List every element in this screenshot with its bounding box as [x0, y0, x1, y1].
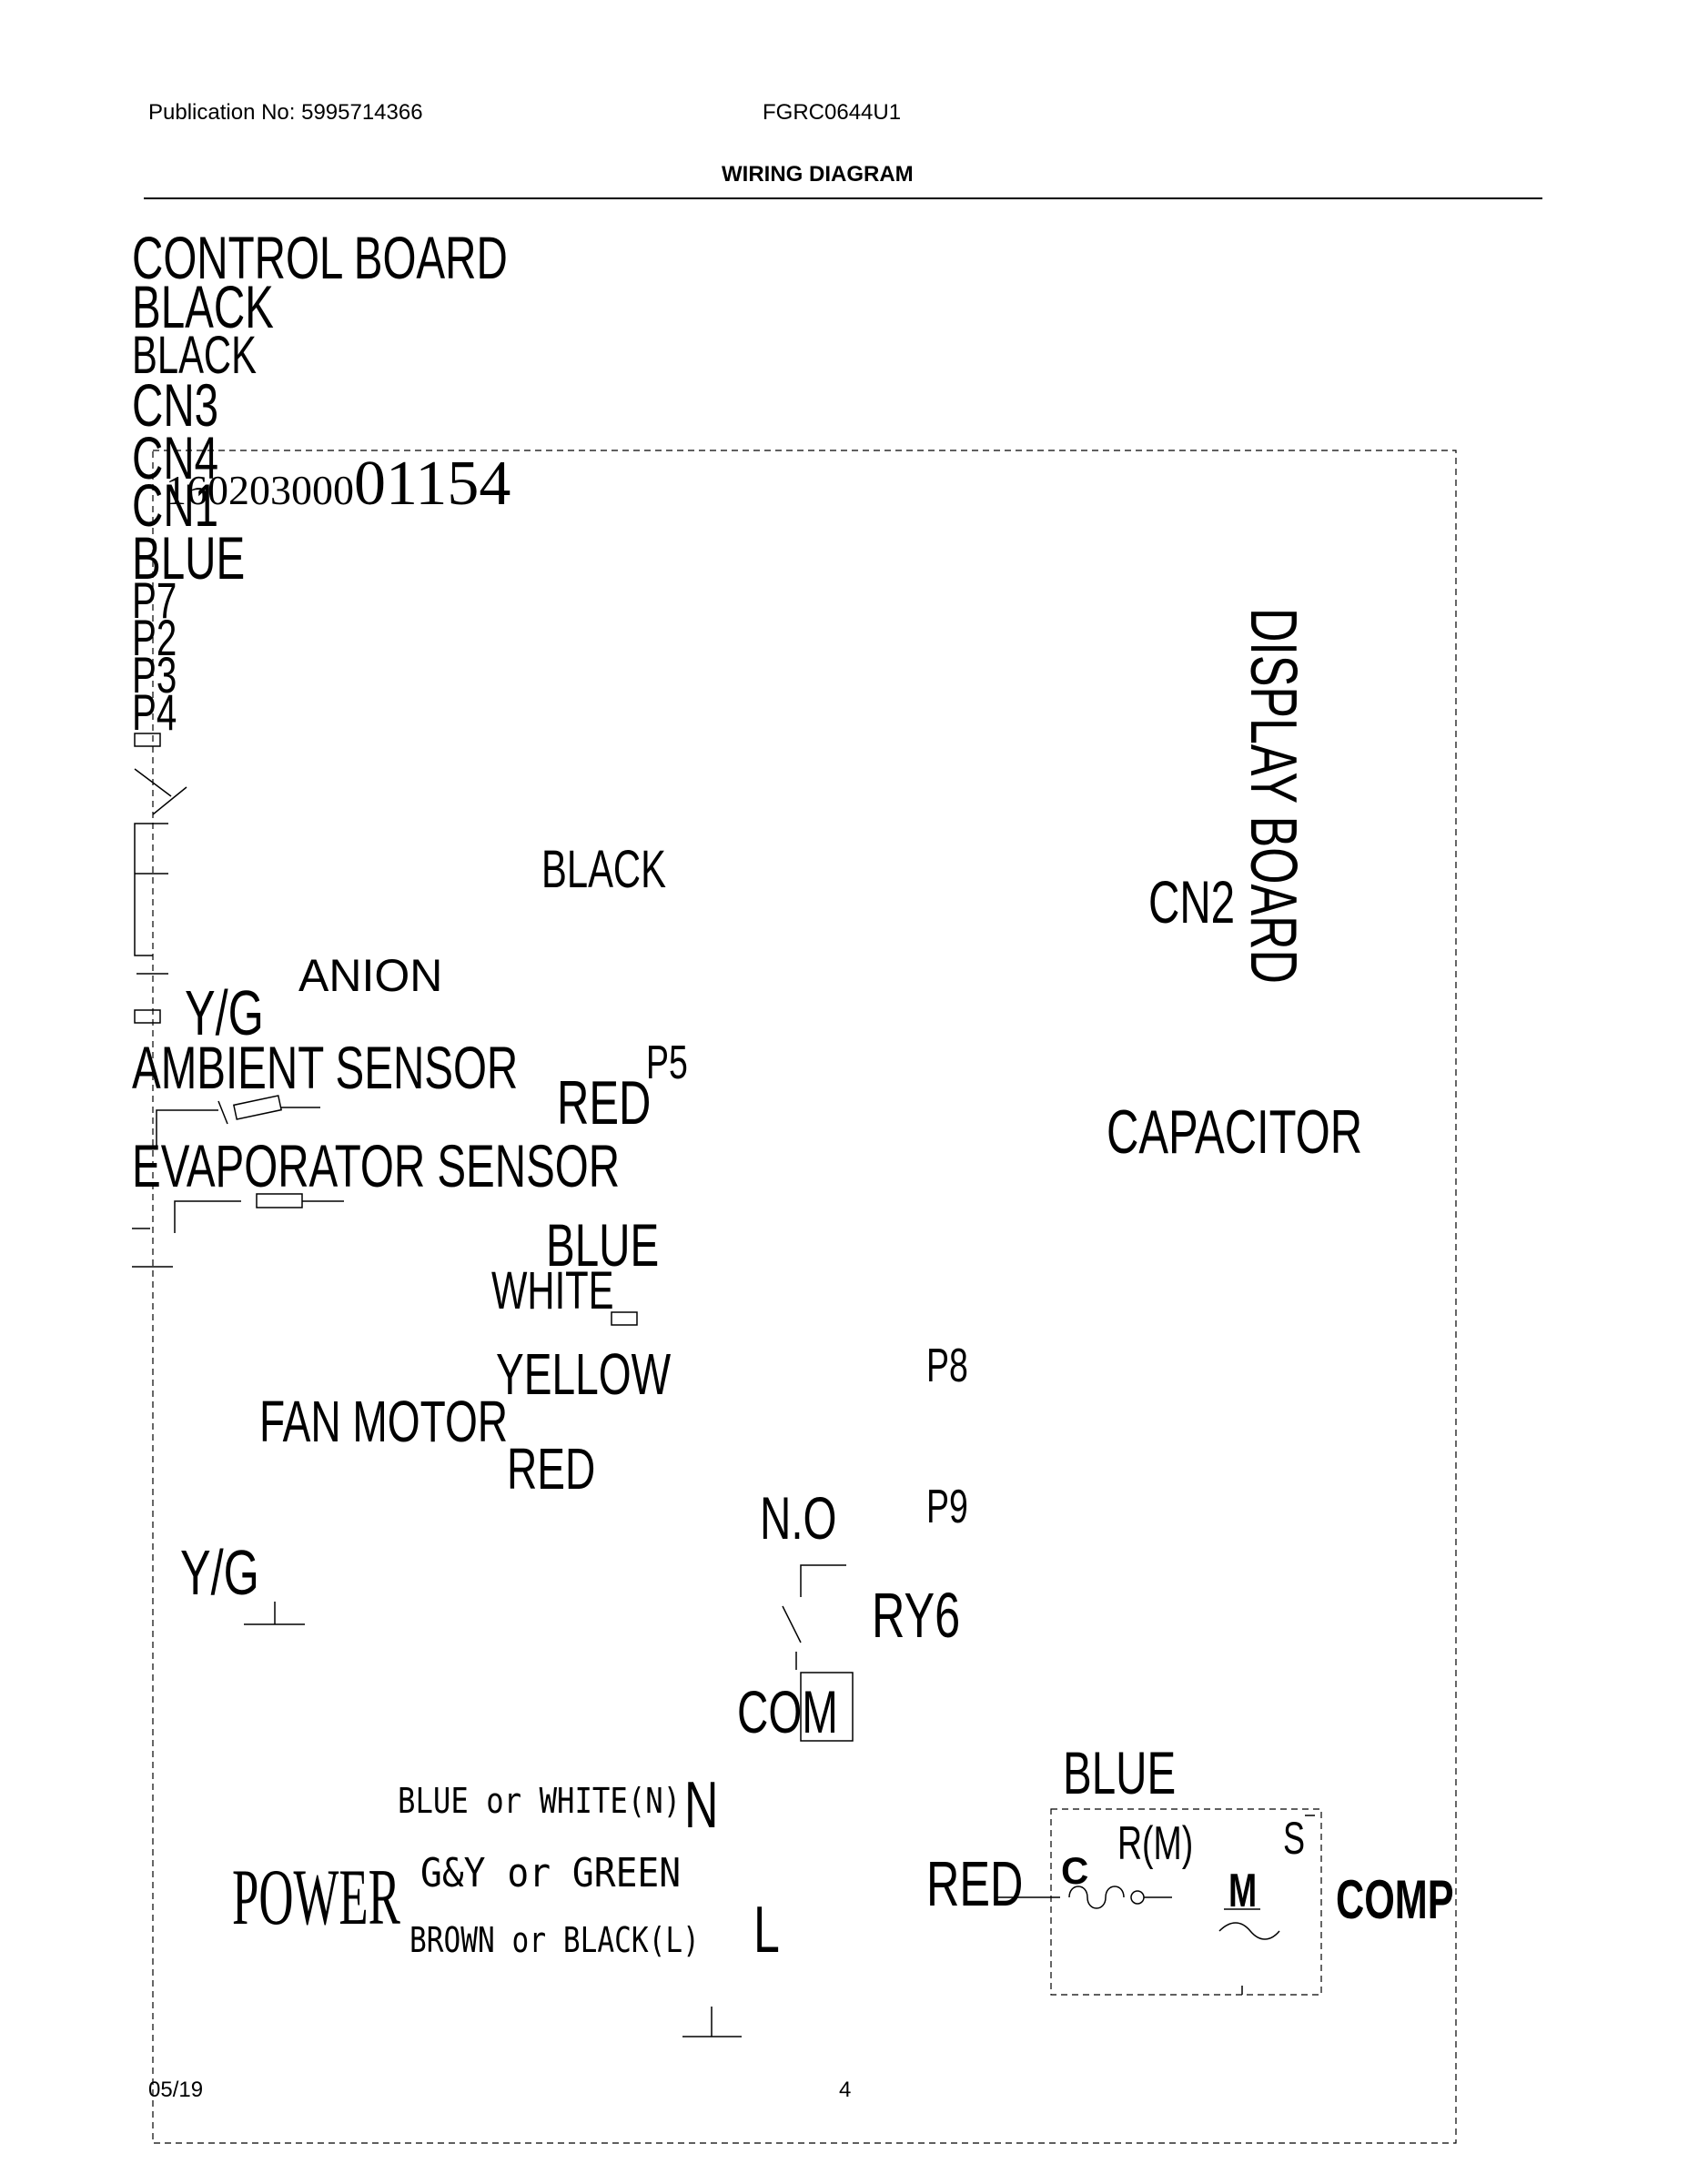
publication-number: Publication No: 5995714366: [148, 100, 423, 125]
fan-motor-label: FAN MOTOR: [259, 1389, 509, 1454]
ground-label-yg: Y/G: [185, 977, 264, 1048]
page-number: 4: [839, 2078, 852, 2102]
evaporator-sensor-label: EVAPORATOR SENSOR: [132, 1132, 621, 1199]
footer-date: 05/19: [148, 2078, 204, 2102]
power-line-label: BROWN or BLACK(L): [409, 1920, 700, 1960]
part-number-prefix: 160203000: [166, 467, 354, 513]
neutral-terminal-label: N: [684, 1769, 719, 1842]
relay-contact-no: [800, 1564, 846, 1597]
comp-label: COMP: [1336, 1869, 1454, 1930]
model-number: FGRC0644U1: [763, 100, 902, 125]
wire-path: [174, 1200, 241, 1233]
line-terminal-label: L: [753, 1894, 780, 1967]
wire-label-red: RED: [507, 1436, 596, 1502]
pin-label-p3: P3: [132, 646, 177, 703]
header-rule: [144, 197, 1542, 199]
wire-label-white: WHITE: [491, 1261, 614, 1320]
wire-label-yellow: YELLOW: [496, 1341, 672, 1407]
connector-label-cn3: CN3: [132, 371, 219, 439]
relay-label-ry6: RY6: [872, 1580, 961, 1651]
power-label: POWER: [232, 1854, 400, 1942]
wire-path: [156, 1109, 218, 1147]
ambient-sensor-label: AMBIENT SENSOR: [132, 1034, 519, 1101]
compressor-terminal-s: S: [1283, 1813, 1306, 1864]
relay-no-label: N.O: [760, 1484, 837, 1552]
wire-label-black: BLACK: [132, 326, 257, 385]
wire-path: [217, 1100, 228, 1125]
relay-com-box: [800, 1672, 854, 1742]
connector-label-cn2: CN2: [1148, 868, 1236, 935]
page-title: WIRING DIAGRAM: [722, 162, 914, 187]
pin-label-p5: P5: [646, 1036, 688, 1089]
compressor-box: [1050, 1808, 1322, 1996]
connector-label-cn1: CN1: [132, 471, 219, 539]
switch-line: [152, 786, 187, 815]
wire-label-blue: BLUE: [546, 1211, 660, 1279]
switch-line: [134, 768, 172, 797]
relay-switch: [782, 1605, 802, 1643]
connector-cn1: [134, 733, 161, 747]
power-ground-label: G&Y or GREEN: [420, 1850, 682, 1896]
wire-label-black: BLACK: [132, 273, 274, 340]
ambient-thermistor: [232, 1095, 283, 1120]
display-board-label: DISPLAY BOARD: [1237, 608, 1309, 984]
wire-label-red: RED: [926, 1848, 1024, 1919]
wire-path: [134, 823, 168, 956]
pin-label-p8: P8: [926, 1340, 968, 1392]
compressor-terminal-rm: R(M): [1117, 1817, 1194, 1870]
board-boundary: [152, 450, 1457, 2144]
compressor-motor-m: M: [1228, 1865, 1258, 1917]
control-board-label: CONTROL BOARD: [132, 224, 508, 291]
overload-terminal: [1130, 1890, 1145, 1905]
wire-label-red: RED: [557, 1068, 652, 1138]
part-number-suffix: 01154: [354, 449, 511, 519]
motor-wave: [1218, 1922, 1280, 1940]
anion-label: ANION: [298, 950, 443, 1001]
part-number: 16020300001154: [166, 452, 510, 516]
connector-anion: [134, 1009, 161, 1024]
pin-label-p7: P7: [132, 571, 177, 629]
overload-coil: [1068, 1886, 1125, 1909]
ground-label-yg: Y/G: [180, 1537, 259, 1608]
wire-label-blue: BLUE: [1063, 1739, 1177, 1806]
pin-label-p4: P4: [132, 683, 177, 741]
connector-fan: [611, 1311, 638, 1326]
pin-label-p9: P9: [926, 1481, 968, 1533]
connector-label-cn4: CN4: [132, 424, 219, 491]
relay-com-label: COM: [737, 1678, 838, 1745]
capacitor-label: CAPACITOR: [1107, 1097, 1363, 1167]
wire-label-black: BLACK: [541, 840, 666, 899]
wire-label-blue: BLUE: [132, 524, 246, 592]
compressor-terminal-c: C: [1061, 1849, 1089, 1892]
power-neutral-label: BLUE or WHITE(N): [398, 1781, 682, 1821]
pin-label-p2: P2: [132, 609, 177, 666]
